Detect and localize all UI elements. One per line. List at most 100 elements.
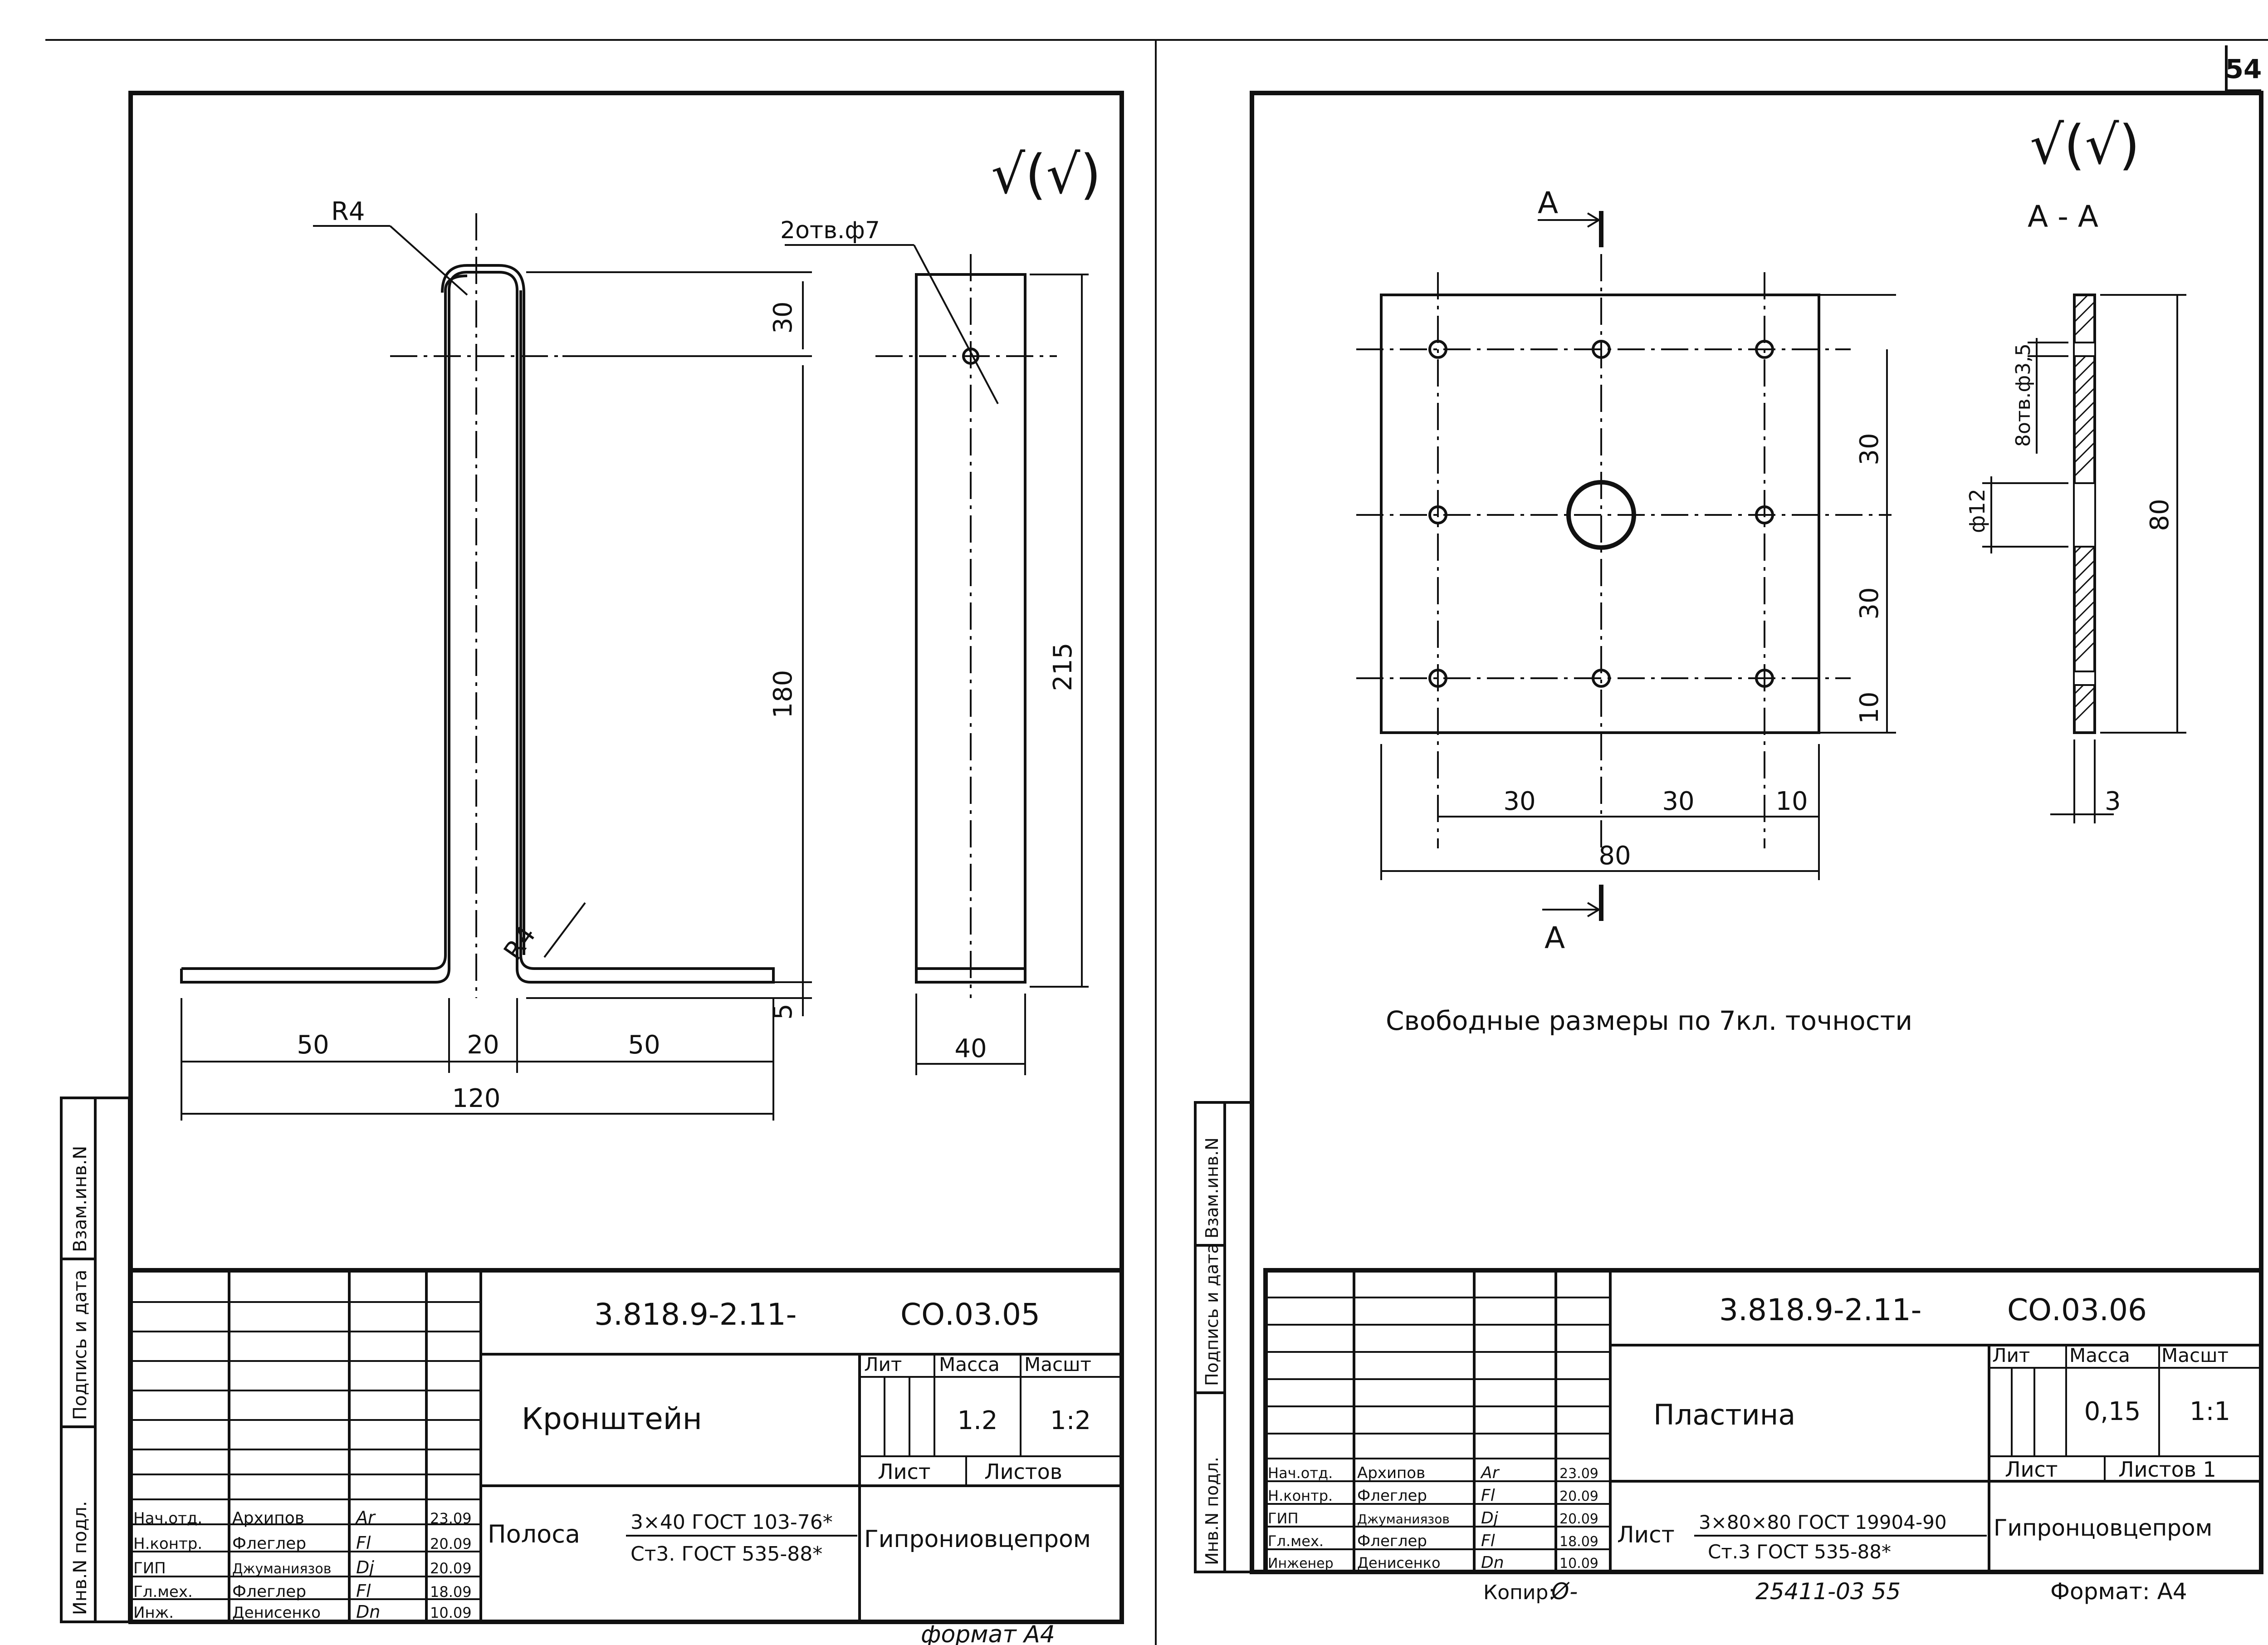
left-dimensions: R4 30 180 5 R4 50 20 50 120 xyxy=(181,197,812,1121)
left-person-role: ГИП xyxy=(133,1559,166,1577)
plate-section-view: 8отв.ф3,5 ф12 80 3 xyxy=(1965,294,2186,823)
left-organization: Гипрониовцепром xyxy=(864,1526,1091,1553)
right-sheets-label: Листов 1 xyxy=(2118,1457,2216,1482)
copy-label: Копир: xyxy=(1483,1581,1555,1604)
dim-180: 180 xyxy=(768,670,798,719)
dim-thickness: 3 xyxy=(2105,787,2121,816)
right-person-sign: Dn xyxy=(1481,1553,1504,1572)
right-person-role: Нач.отд. xyxy=(1268,1464,1333,1482)
right-person-role: Н.контр. xyxy=(1268,1487,1333,1504)
section-mark-top: А xyxy=(1538,186,1558,220)
left-person-date: 18.09 xyxy=(430,1583,472,1601)
right-person-name: Флеглер xyxy=(1357,1532,1427,1550)
right-col-lit: Лит xyxy=(1992,1344,2030,1366)
page-number-box: 54 xyxy=(2225,45,2262,92)
left-stamp-sign: Подпись и дата xyxy=(70,1270,91,1420)
copy-mark: Ø- xyxy=(1550,1578,1578,1605)
right-person-sign: Ar xyxy=(1480,1464,1500,1482)
right-person-date: 18.09 xyxy=(1559,1534,1598,1550)
right-side-stamp: Инв.N подл. Подпись и дата Взам.инв.N xyxy=(1194,1101,1253,1573)
right-person-role: Гл.мех. xyxy=(1268,1532,1324,1550)
right-person-date: 20.09 xyxy=(1559,1511,1598,1527)
right-person-name: Флеглер xyxy=(1357,1487,1427,1505)
right-title-block: 3.818.9-2.11- СО.03.06 Пластина Лит Масс… xyxy=(1263,1268,2263,1574)
right-person-sign: Fl xyxy=(1481,1486,1495,1505)
right-signature-table: Нач.отд. Архипов Ar 23.09 Н.контр. Флегл… xyxy=(1268,1464,1598,1572)
left-person-sign: Ar xyxy=(355,1508,376,1528)
dim-h30a: 30 xyxy=(1503,787,1535,816)
left-person-sign: Dj xyxy=(356,1557,374,1577)
right-section-title: А - А xyxy=(2028,199,2098,234)
right-mass-value: 0,15 xyxy=(2084,1397,2141,1426)
left-person-name: Флеглер xyxy=(232,1582,306,1601)
left-person-role: Н.контр. xyxy=(133,1535,202,1553)
dim-r-bottom: R4 xyxy=(498,921,542,965)
left-col-scale: Масшт xyxy=(1024,1353,1091,1376)
tolerance-note: Свободные размеры по 7кл. точности xyxy=(1386,1005,1912,1036)
right-person-date: 10.09 xyxy=(1559,1556,1598,1572)
left-stamp-vzam: Взам.инв.N xyxy=(70,1146,91,1252)
right-person-role: Инженер xyxy=(1268,1556,1334,1572)
left-person-role: Гл.мех. xyxy=(133,1583,193,1601)
right-material-top: 3×80×80 ГОСТ 19904-90 xyxy=(1699,1511,1947,1533)
right-stamp-vzam: Взам.инв.N xyxy=(1202,1137,1222,1239)
dim-40: 40 xyxy=(954,1034,987,1063)
dim-50b: 50 xyxy=(628,1030,660,1060)
dim-h10: 10 xyxy=(1775,787,1808,816)
left-person-name: Архипов xyxy=(232,1509,304,1528)
dim-30: 30 xyxy=(768,301,798,333)
right-col-mass: Масса xyxy=(2069,1344,2130,1366)
left-person-sign: Fl xyxy=(356,1533,371,1553)
dim-holes-8: 8отв.ф3,5 xyxy=(2012,343,2035,447)
plate-dimensions: 30 30 10 30 30 10 80 xyxy=(1380,294,1896,880)
right-doc-code: 3.818.9-2.11- xyxy=(1719,1292,1922,1327)
left-person-date: 23.09 xyxy=(430,1510,472,1527)
left-sheets-label: Листов xyxy=(984,1459,1062,1484)
right-person-sign: Dj xyxy=(1481,1509,1498,1528)
left-part-name: Кронштейн xyxy=(522,1401,702,1436)
right-person-sign: Fl xyxy=(1481,1532,1495,1550)
right-organization: Гипронцовцепром xyxy=(1994,1515,2212,1541)
bracket-front-view xyxy=(180,213,775,998)
right-person-name: Джуманиязов xyxy=(1357,1512,1450,1527)
bracket-side-view: 2отв.ф7 215 40 xyxy=(780,217,1089,1075)
dim-holes-2: 2отв.ф7 xyxy=(780,217,880,244)
page-number: 54 xyxy=(2225,54,2262,84)
left-person-name: Денисенко xyxy=(232,1604,321,1622)
right-stamp-sign: Подпись и дата xyxy=(1202,1243,1222,1386)
archive-number: 25411-03 55 xyxy=(1755,1578,1901,1605)
left-person-name: Флеглер xyxy=(232,1534,306,1553)
dim-20: 20 xyxy=(467,1030,499,1060)
left-side-stamp: Инв.N подл. Подпись и дата Взам.инв.N xyxy=(60,1097,131,1623)
right-sheet-label: Лист xyxy=(2005,1457,2058,1482)
dim-r-top: R4 xyxy=(331,197,365,226)
dim-50a: 50 xyxy=(297,1030,329,1060)
left-material-top: 3×40 ГОСТ 103-76* xyxy=(631,1511,833,1534)
right-material-prefix: Лист xyxy=(1617,1522,1675,1548)
right-format-label: Формат: А4 xyxy=(2050,1578,2187,1605)
left-frame xyxy=(128,91,1124,1624)
left-stamp-inv: Инв.N подл. xyxy=(70,1501,91,1615)
dim-h80: 80 xyxy=(1598,841,1631,871)
left-doc-code: 3.818.9-2.11- xyxy=(594,1297,797,1332)
dim-center-hole: ф12 xyxy=(1965,489,1989,533)
dim-v30a: 30 xyxy=(1855,433,1884,465)
left-sheet-label: Лист xyxy=(878,1459,931,1484)
right-col-scale: Масшт xyxy=(2161,1344,2229,1366)
left-person-name: Джуманиязов xyxy=(232,1561,331,1577)
left-material-prefix: Полоса xyxy=(488,1520,580,1548)
right-sheet-code: СО.03.06 xyxy=(2007,1292,2147,1327)
dim-h30b: 30 xyxy=(1662,787,1694,816)
right-roughness-mark: √(√) xyxy=(2030,113,2140,176)
left-col-lit: Лит xyxy=(864,1353,902,1376)
right-person-date: 23.09 xyxy=(1559,1466,1598,1482)
right-person-name: Денисенко xyxy=(1357,1554,1441,1572)
dim-215: 215 xyxy=(1048,643,1078,691)
left-mass-value: 1.2 xyxy=(957,1406,997,1435)
left-person-role: Инж. xyxy=(133,1604,174,1622)
right-person-role: ГИП xyxy=(1268,1510,1299,1527)
left-signature-table: Нач.отд. Архипов Ar 23.09 Н.контр. Флегл… xyxy=(133,1508,472,1622)
left-scale-value: 1:2 xyxy=(1050,1406,1091,1435)
left-roughness-mark: √(√) xyxy=(991,143,1101,206)
left-title-block: 3.818.9-2.11- СО.03.05 Кронштейн Лит Мас… xyxy=(128,1268,1124,1624)
